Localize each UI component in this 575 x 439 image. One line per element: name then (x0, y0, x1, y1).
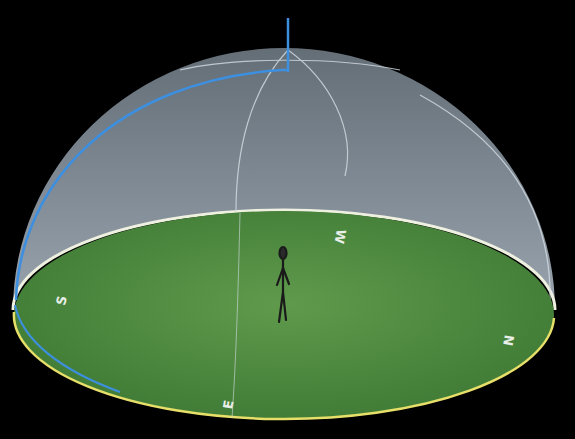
meridian-line (16, 70, 288, 300)
zenith-line (287, 18, 290, 72)
rim-blue (15, 305, 120, 392)
horizon-front-rim (14, 312, 554, 419)
horizon-disc (14, 211, 554, 419)
observer-figure (277, 247, 289, 322)
ground-line (232, 213, 240, 418)
compass-label: E (221, 398, 235, 409)
compass-label: N (501, 334, 516, 347)
compass-label: W (332, 228, 347, 244)
